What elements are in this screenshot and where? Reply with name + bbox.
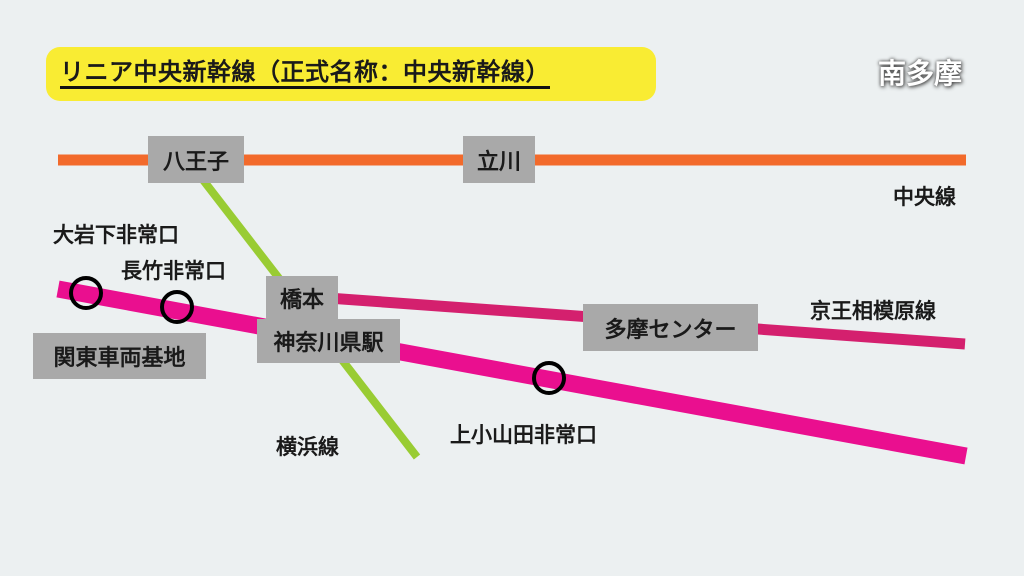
emergency-exit-oiwashita-marker (69, 276, 103, 310)
station-tama-center: 多摩センター (583, 304, 758, 351)
linear-chuo-shinkansen-line (56, 280, 968, 465)
station-kanagawa-kenmae: 神奈川県駅 (257, 319, 400, 363)
region-label: 南多摩 (877, 57, 962, 90)
line-label-keio-sagamihara: 京王相模原線 (810, 299, 936, 323)
emergency-exit-kamioyamada-label: 上小山田非常口 (450, 423, 597, 447)
emergency-exit-nagatake-label: 長竹非常口 (121, 259, 226, 283)
station-hachioji: 八王子 (148, 136, 244, 183)
emergency-exit-kamioyamada-marker (532, 361, 566, 395)
line-label-yokohama: 横浜線 (276, 435, 339, 459)
title-banner: リニア中央新幹線（正式名称：中央新幹線） (46, 47, 656, 101)
line-label-chuo: 中央線 (893, 185, 956, 209)
station-tachikawa: 立川 (463, 136, 535, 183)
map-title: リニア中央新幹線（正式名称：中央新幹線） (60, 58, 550, 89)
emergency-exit-nagatake-marker (160, 290, 194, 324)
kanto-rolling-stock-depot: 関東車両基地 (33, 333, 206, 379)
station-hashimoto: 橋本 (266, 276, 338, 319)
emergency-exit-oiwashita-label: 大岩下非常口 (53, 223, 179, 247)
